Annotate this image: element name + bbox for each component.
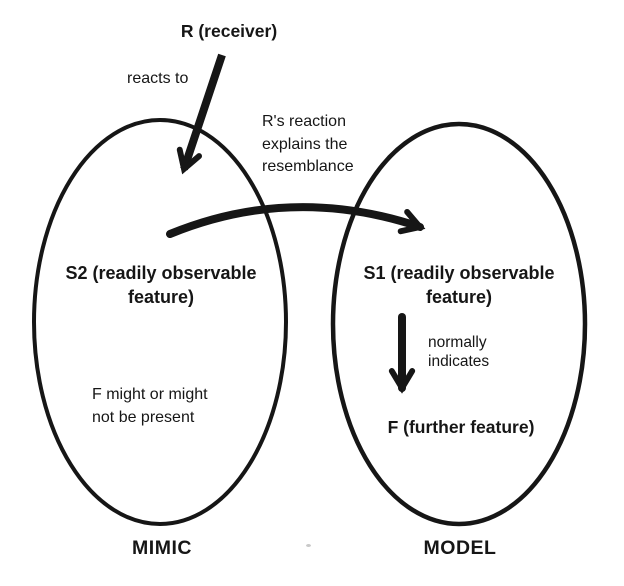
model-ellipse [330, 121, 588, 527]
resemblance-label: R's reaction explains the resemblance [262, 113, 354, 175]
resemblance-arrow [166, 203, 426, 238]
normally-indicates-label: normally indicates [428, 334, 490, 370]
s1-feature-label: S1 (readily observable feature) [363, 263, 555, 307]
scan-artifact-speck [306, 544, 311, 547]
model-set-label: MODEL [423, 537, 497, 559]
s2-feature-label: S2 (readily observable feature) [65, 263, 257, 307]
mimic-set-label: MIMIC [132, 537, 192, 559]
further-feature-label: F (further feature) [387, 417, 535, 437]
reacts-to-label: reacts to [127, 70, 189, 87]
f-presence-note: F might or might not be present [92, 386, 208, 426]
receiver-label: R (receiver) [180, 21, 278, 41]
mimic-ellipse [32, 118, 288, 526]
reacts-to-arrow [176, 53, 226, 175]
